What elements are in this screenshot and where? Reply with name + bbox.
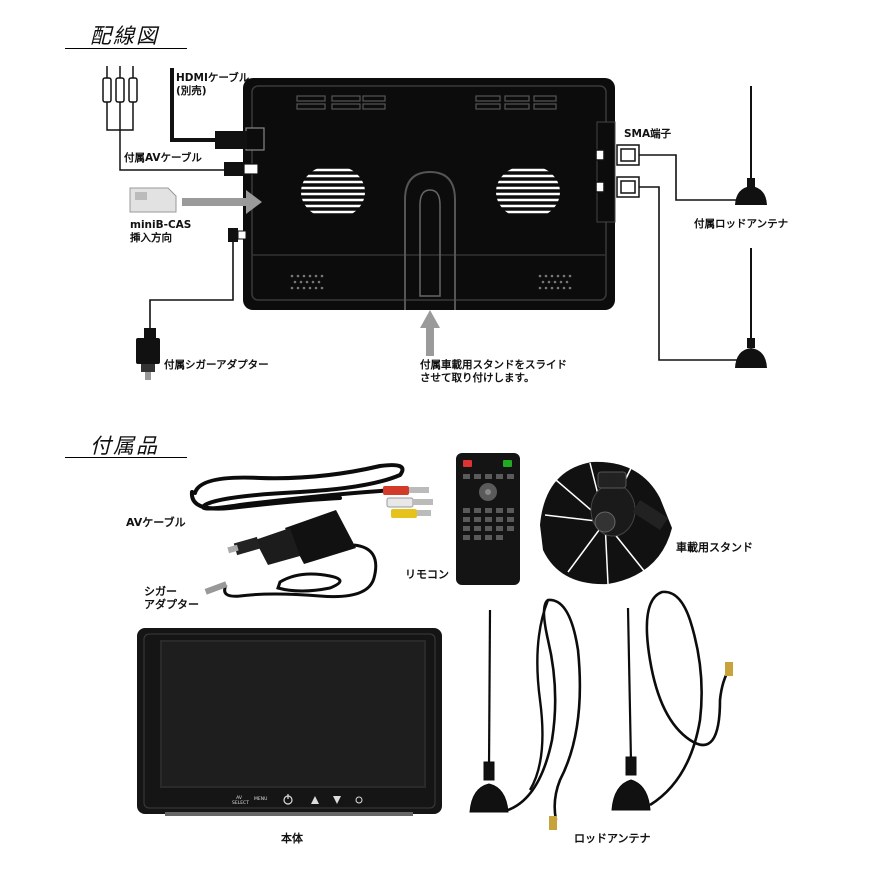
accessories-section-title: 付属品: [90, 434, 159, 458]
rca-plugs-icon: [102, 66, 225, 171]
stand-note-line2: させて取り付けします。: [420, 372, 535, 384]
minib-cas-label-line2: 挿入方向: [130, 232, 172, 244]
accessories-title-underline: [65, 457, 187, 458]
car-stand-label: 車載用スタンド: [676, 541, 753, 554]
sma-terminal-label: SMA端子: [624, 128, 672, 140]
rod-antenna-accessory-label: ロッドアンテナ: [574, 832, 651, 845]
cigar-adapter-line2: アダプター: [144, 598, 199, 611]
menu-button-caption: MENU: [254, 797, 268, 802]
stand-slot: [404, 170, 456, 310]
rod-antenna-bottom-icon: [735, 248, 767, 368]
cigar-adapter-photo: [204, 510, 378, 599]
rod-antenna-label: 付属ロッドアンテナ: [694, 218, 789, 230]
av-cable-photo: [189, 463, 405, 511]
rod-antenna-set-photo: [469, 590, 733, 830]
av-select-button-caption: AV SELECT: [232, 796, 249, 806]
stand-slide-arrow: [420, 310, 440, 356]
av-cable-accessory-label: AVケーブル: [126, 516, 186, 529]
cigar-adapter-label: 付属シガーアダプター: [164, 359, 269, 371]
stand-note-line1: 付属車載用スタンドをスライド: [420, 359, 567, 371]
av-connector: [224, 162, 259, 176]
hdmi-cable-label-line2: (別売): [176, 85, 207, 97]
sma-connectors: [595, 144, 640, 198]
device-rear-view: [243, 78, 616, 310]
remote-control-label: リモコン: [405, 568, 449, 581]
hdmi-cable-label: HDMIケーブル (別売): [176, 72, 249, 98]
car-stand-photo: [540, 461, 672, 585]
cigar-adapter-accessory-label: シガー アダプター: [144, 585, 199, 611]
antenna-cables: [639, 154, 738, 361]
av-cable-label: 付属AVケーブル: [124, 152, 202, 164]
remote-control-photo: [456, 453, 520, 585]
cigar-plug-icon: [136, 328, 160, 380]
minib-cas-label: miniB-CAS 挿入方向: [130, 219, 191, 245]
av-cable-rca-plugs: [383, 486, 433, 518]
rod-antenna-top-icon: [735, 86, 767, 205]
wiring-section-title: 配線図: [90, 24, 159, 48]
wiring-title-underline: [65, 48, 187, 49]
minib-cas-label-line1: miniB-CAS: [130, 219, 192, 231]
power-connector: [149, 228, 247, 330]
hdmi-cable-label-line1: HDMIケーブル: [176, 72, 250, 84]
monitor-front-photo: [137, 628, 442, 816]
main-unit-label: 本体: [281, 832, 303, 845]
minib-cas-card-icon: [129, 187, 177, 213]
hdmi-cable: [170, 68, 247, 149]
card-insert-arrow: [182, 190, 262, 214]
stand-note-label: 付属車載用スタンドをスライド させて取り付けします。: [420, 359, 567, 385]
monitor-buttons: [283, 794, 363, 805]
cigar-adapter-line1: シガー: [144, 585, 177, 598]
